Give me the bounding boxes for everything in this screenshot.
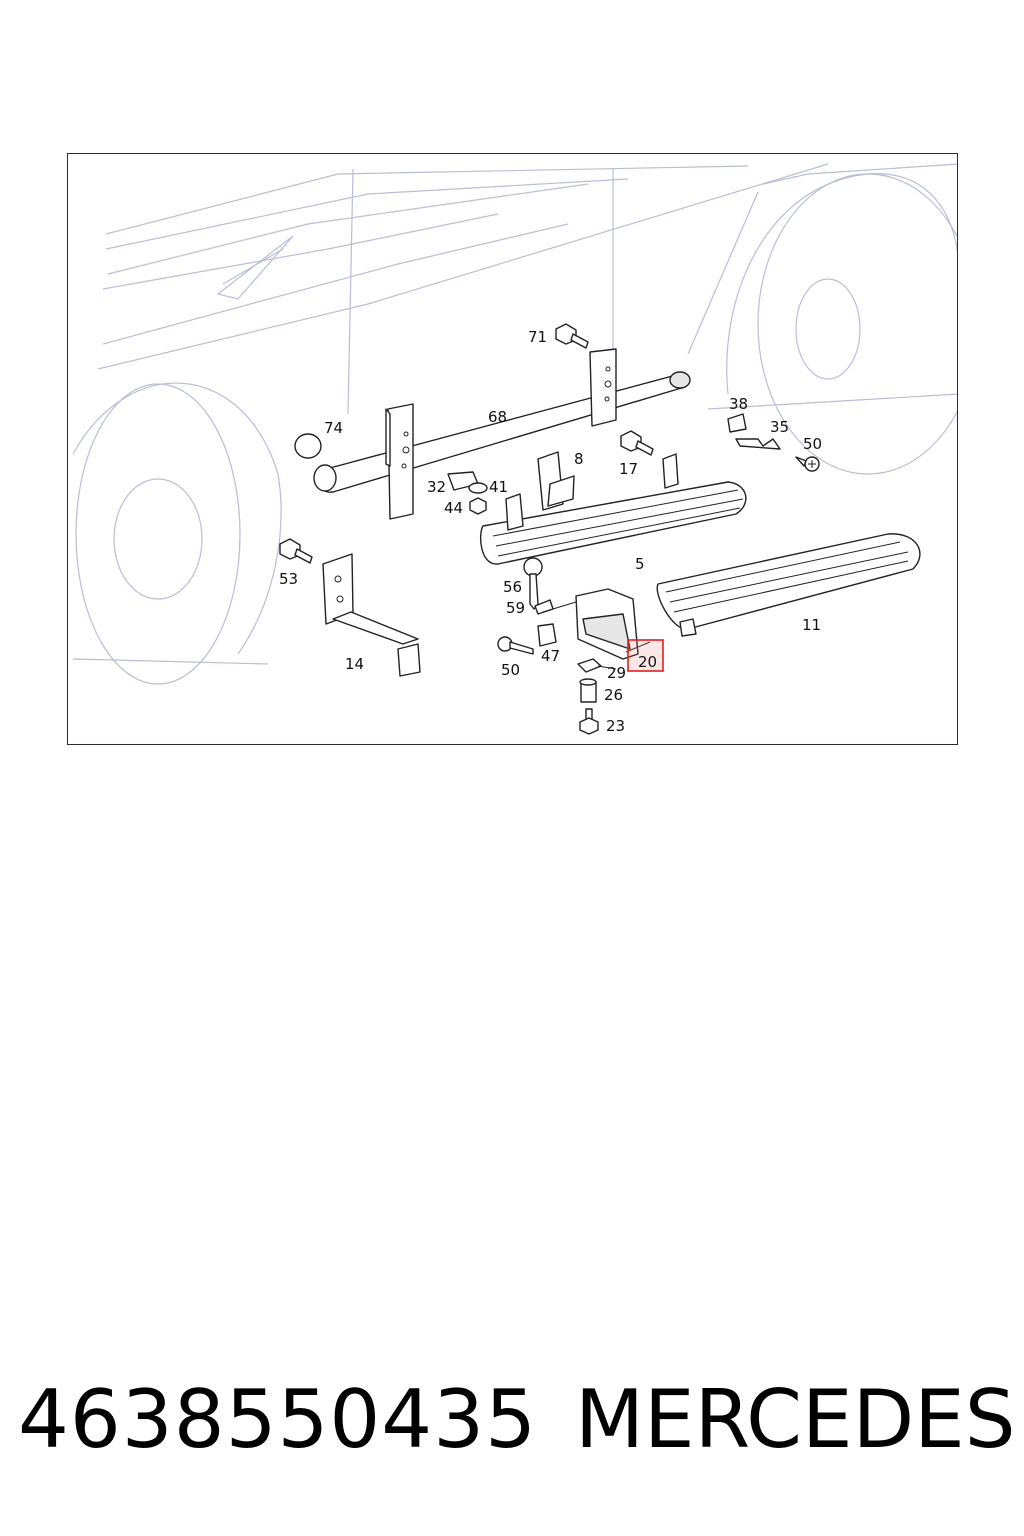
callout-17: 17 [619,460,638,478]
callout-35: 35 [770,418,789,436]
part-74-end-cap [294,433,322,459]
leader-lines [597,641,651,670]
callout-32: 32 [427,478,446,496]
parts-diagram-svg: 71 74 68 38 35 50 17 8 32 41 44 53 5 56 … [72,163,957,735]
callout-29: 29 [607,664,626,682]
callout-50-upper: 50 [803,435,822,453]
callout-20: 20 [638,653,657,671]
callout-47: 47 [541,647,560,665]
part-68-tube-bar [313,348,691,520]
callout-20-highlight [627,639,664,672]
callout-53: 53 [279,570,298,588]
callout-14: 14 [345,655,364,673]
callout-44: 44 [444,499,463,517]
part-50-47-screw-clip [497,623,557,655]
part-11-running-board [656,533,921,637]
part-14-support-bracket [322,553,421,677]
part-32-41-44-hardware [447,471,488,515]
callout-38: 38 [729,395,748,413]
callout-8: 8 [574,450,584,468]
part-38-35-50-small-parts [727,413,820,472]
callout-68: 68 [488,408,507,426]
callout-50-lower: 50 [501,661,520,679]
callout-74: 74 [324,419,343,437]
callout-59: 59 [506,599,525,617]
vehicle-outline [72,163,957,685]
callout-5: 5 [635,555,645,573]
callout-41: 41 [489,478,508,496]
part-20-bracket [542,588,639,660]
part-71-bolt [555,323,589,349]
part-17-bolt [620,430,654,456]
callout-71: 71 [528,328,547,346]
exploded-parts-diagram: 71 74 68 38 35 50 17 8 32 41 44 53 5 56 … [67,153,958,745]
callout-11: 11 [802,616,821,634]
brand-name: MERCEDES [575,1373,1016,1466]
part-29-26-23-hardware [577,658,602,735]
callout-23: 23 [606,717,625,735]
part-5-running-board [480,453,747,565]
part-56-59-screw-clip [523,557,554,615]
callout-labels: 71 74 68 38 35 50 17 8 32 41 44 53 5 56 … [279,328,822,735]
callout-26: 26 [604,686,623,704]
product-footer: 4638550435 MERCEDES [0,1370,1024,1470]
part-53-bolt [279,538,313,564]
part-number: 4638550435 [18,1373,537,1466]
callout-56: 56 [503,578,522,596]
part-8-bracket [537,451,575,511]
